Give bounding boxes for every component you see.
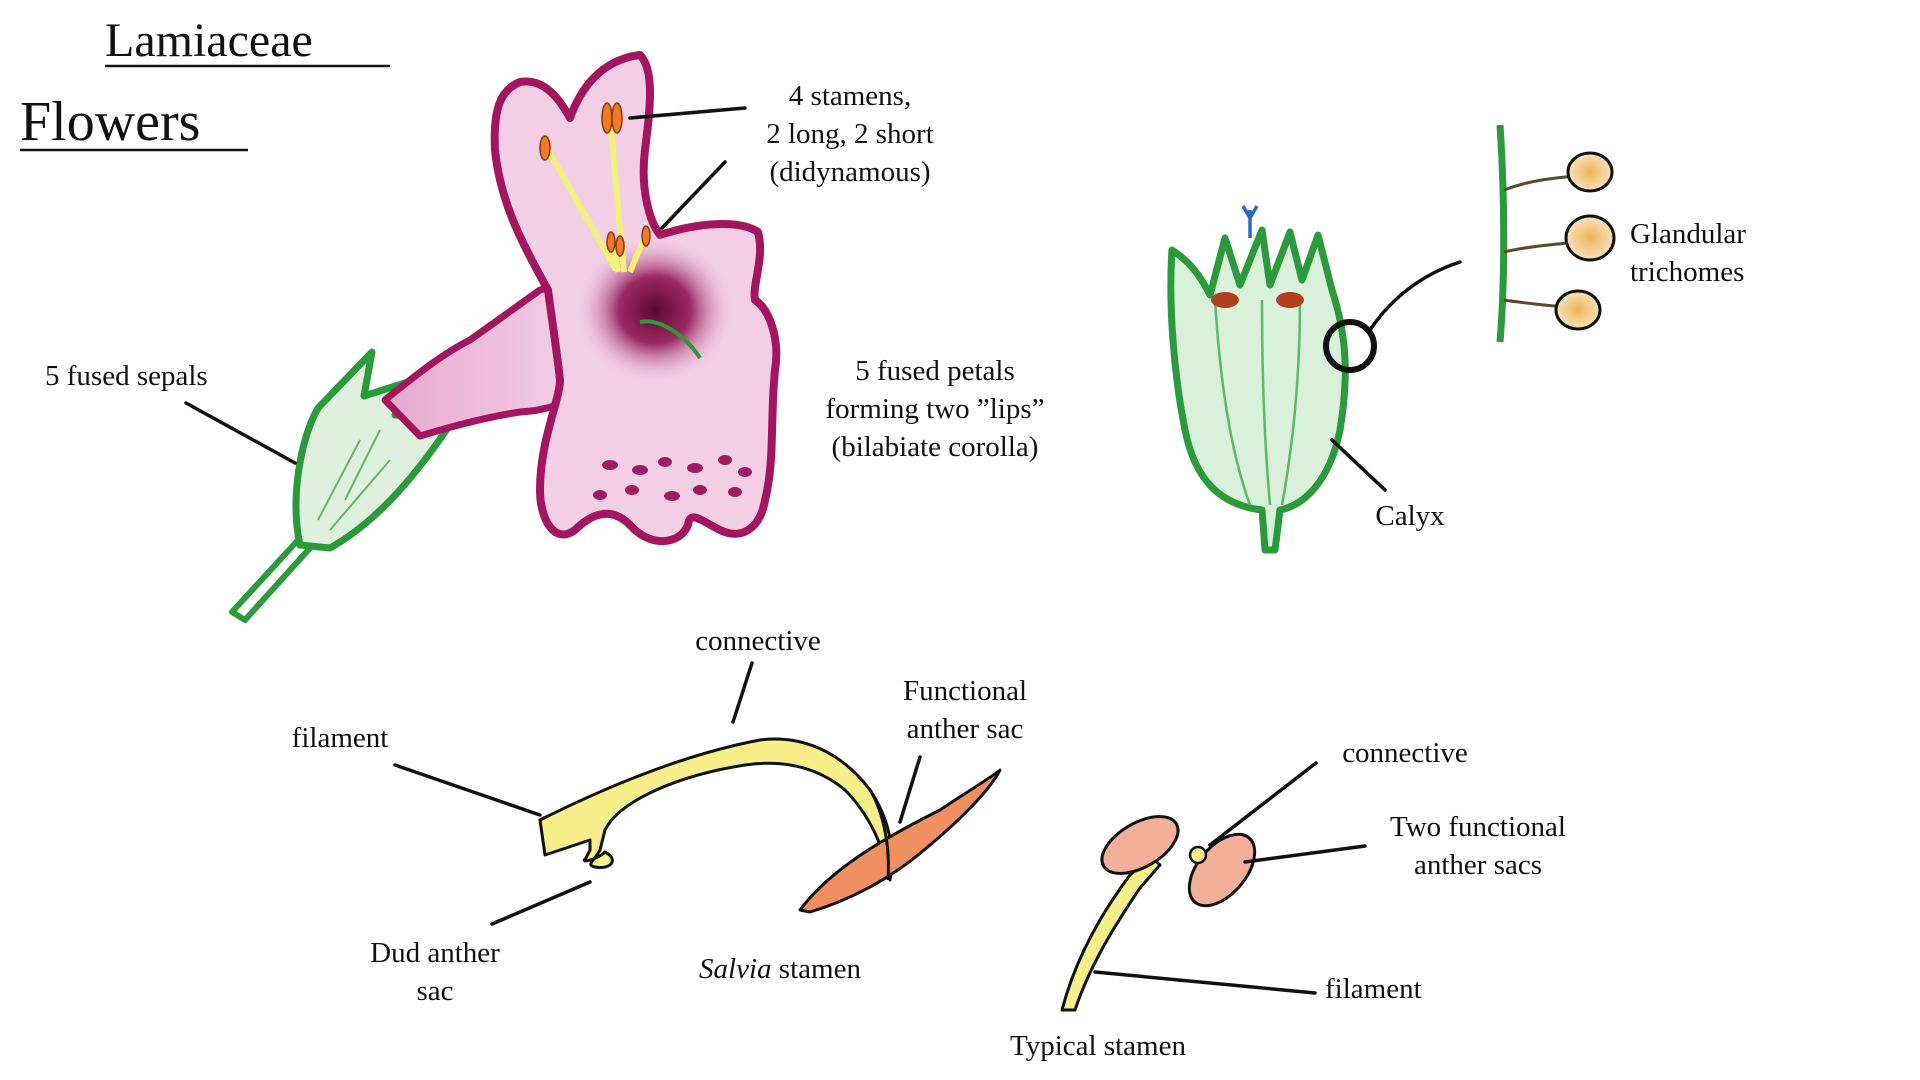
corolla-throat <box>575 235 735 385</box>
salvia-filament-leader <box>393 763 542 817</box>
typical-anther-left <box>1100 815 1180 875</box>
calyx-illustration <box>1167 205 1462 554</box>
glandular-label-line2: trichomes <box>1630 256 1744 288</box>
dud-anther-label: Dud anther sac <box>370 937 500 1007</box>
typical-filament-label: filament <box>1325 973 1422 1005</box>
stamens-leader-2 <box>660 160 727 230</box>
sepals-leader <box>184 401 297 465</box>
functional-leader <box>898 755 922 824</box>
stamens-leader-1 <box>628 106 747 120</box>
title-block: Lamiaceae Flowers <box>20 14 390 153</box>
glandular-trichomes-label: Glandular trichomes <box>1630 218 1746 288</box>
salvia-connective <box>538 737 894 882</box>
stamens-label-line3: (didynamous) <box>769 156 930 188</box>
salvia-italic: Salvia <box>699 953 772 985</box>
petals-label: 5 fused petals forming two ”lips” (bilab… <box>825 355 1044 463</box>
glandular-trichomes-illustration <box>1496 124 1616 343</box>
functional-anther-label: Functional anther sac <box>903 675 1027 745</box>
salvia-connective-label: connective <box>695 625 821 657</box>
salvia-stamen-illustration <box>538 737 1002 914</box>
typical-filament-leader <box>1093 970 1317 995</box>
stamens-label-line1: 4 stamens, <box>789 80 911 112</box>
two-functional-line1: Two functional <box>1390 811 1566 843</box>
salvia-stamen-label: Salvia stamen <box>699 953 861 985</box>
dud-leader <box>490 880 592 926</box>
trichome-stem <box>1496 124 1508 343</box>
calyx-body <box>1167 226 1349 554</box>
typical-connective-leader <box>1208 761 1318 847</box>
stamens-label: 4 stamens, 2 long, 2 short (didynamous) <box>766 80 934 188</box>
two-functional-label: Two functional anther sacs <box>1390 811 1566 881</box>
petals-label-line2: forming two ”lips” <box>825 393 1044 425</box>
typical-stamen-label: Typical stamen <box>1010 1030 1186 1062</box>
two-functional-leader <box>1243 844 1367 864</box>
typical-filament <box>1060 853 1162 1012</box>
stigma <box>639 319 702 360</box>
typical-connective-label: connective <box>1342 737 1468 769</box>
calyx-style <box>1241 205 1259 238</box>
salvia-functional-anther <box>798 768 1002 914</box>
calyx-magnify-leader <box>1368 260 1462 332</box>
flower-anthers <box>539 102 651 257</box>
two-functional-line2: anther sacs <box>1414 849 1542 881</box>
flower-illustration <box>229 51 781 623</box>
dud-label-line2: sac <box>416 975 453 1007</box>
corolla-spots <box>593 455 752 501</box>
calyx-label: Calyx <box>1375 500 1445 532</box>
typical-stamen-illustration <box>1060 815 1257 1012</box>
stamens-label-line2: 2 long, 2 short <box>766 118 934 150</box>
typical-connective <box>1188 845 1208 865</box>
glandular-label-line1: Glandular <box>1630 218 1746 250</box>
functional-label-line1: Functional <box>903 675 1027 707</box>
salvia-rest: stamen <box>772 953 862 985</box>
calyx-magnify-circle <box>1323 319 1377 373</box>
flower-stem <box>229 535 313 623</box>
salvia-filament-label: filament <box>292 722 389 754</box>
title-line1: Lamiaceae <box>105 14 313 67</box>
petals-label-line1: 5 fused petals <box>855 355 1014 387</box>
petals-label-line3: (bilabiate corolla) <box>832 431 1039 463</box>
sepals-label: 5 fused sepals <box>45 360 208 392</box>
dud-label-line1: Dud anther <box>370 937 500 969</box>
calyx-leader <box>1330 438 1387 492</box>
functional-label-line2: anther sac <box>907 713 1024 745</box>
title-line2: Flowers <box>20 91 200 153</box>
salvia-connective-leader <box>731 661 754 724</box>
